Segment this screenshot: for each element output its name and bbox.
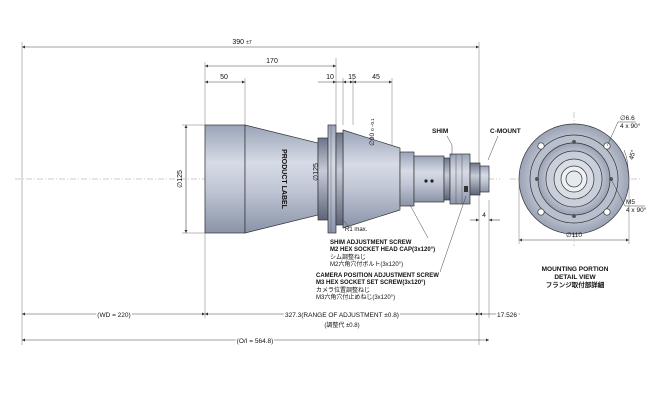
range-label: 327.3(RANGE OF ADJUSTMENT ±0.8) <box>285 312 399 319</box>
lens-side-view <box>204 124 490 234</box>
dim-17526-label: 17.526 <box>497 312 517 319</box>
holes-label: 4 x 90° <box>620 122 641 130</box>
shim-screw-jp1: シム調整ねじ <box>330 253 366 261</box>
angle-arc <box>623 149 629 173</box>
dia125-front-label: ∅125 <box>177 170 184 188</box>
c-mount-leader <box>487 135 499 161</box>
dia110-label: ∅110 <box>566 232 582 239</box>
range-jp-label: (調整代 ±0.8) <box>324 321 359 329</box>
oi-label: (O/I = 564.8) <box>237 338 274 345</box>
cam-screw-leader <box>439 195 467 273</box>
dia66-label: ∅6.6 <box>620 115 635 122</box>
flange <box>327 124 337 234</box>
cam-screw-jp1: カメラ位置調整ねじ <box>316 286 370 294</box>
dim-45-label: 45 <box>372 74 380 81</box>
wd-label: (WD = 220) <box>97 312 130 319</box>
shim-label: SHIM <box>432 128 448 135</box>
mount-hole <box>603 208 611 216</box>
m5-holes-label: 4 x 90° <box>626 206 647 214</box>
angle-label: 45° <box>627 149 637 161</box>
dim-170-label: 170 <box>266 58 278 65</box>
detail-title-2: DETAIL VIEW <box>554 274 596 281</box>
dia66-leader <box>606 121 619 147</box>
dia90-label: ∅900 −0.1 <box>369 118 376 146</box>
c-mount-thread <box>469 162 481 196</box>
shim-screw-leader <box>409 204 429 239</box>
c-mount-label: C-MOUNT <box>490 128 521 135</box>
front-barrel <box>204 124 246 234</box>
flange-collar <box>335 132 344 226</box>
m5-label: M5 <box>626 199 635 206</box>
detail-title-1: MOUNTING PORTION <box>542 266 609 273</box>
adjust-collar <box>399 151 415 207</box>
mount-hole <box>537 142 545 150</box>
r1-label: R1 max. <box>345 227 368 233</box>
c-mount-body <box>449 153 471 205</box>
shim-screw-line1: SHIM ADJUSTMENT SCREW <box>330 240 412 246</box>
dim-4-label: 4 <box>482 212 486 219</box>
m5-leader <box>610 178 626 207</box>
mounting-detail-view <box>510 112 640 246</box>
dim-390-label: 390±7 <box>232 39 251 46</box>
shim-screw-line2: M2 HEX SOCKET HEAD CAP(3x120°) <box>330 247 435 253</box>
dia125-flange-label: ∅125 <box>313 163 320 181</box>
product-label: PRODUCT LABEL <box>280 149 287 210</box>
cam-screw-line2: M3 HEX SOCKET SET SCREW(3x120°) <box>316 280 425 286</box>
detail-title-jp: フランジ取付部詳細 <box>546 280 605 289</box>
c-mount-end <box>479 165 490 193</box>
shim-screw-jp2: M2六角穴付ボルト(3x120°) <box>330 260 403 268</box>
shim-ring <box>443 157 451 201</box>
cam-screw-jp2: M3六角穴付止めねじ(3x120°) <box>316 293 395 301</box>
dim-50-label: 50 <box>220 74 228 81</box>
dim-15-label: 15 <box>348 74 356 81</box>
dim-10-label: 10 <box>326 74 334 81</box>
cam-screw-line1: CAMERA POSITION ADJUSTMENT SCREW <box>316 273 439 279</box>
r1-leader <box>342 219 351 229</box>
mount-hole <box>537 208 545 216</box>
shim-leader <box>446 135 453 156</box>
camera-adapter <box>413 155 445 203</box>
